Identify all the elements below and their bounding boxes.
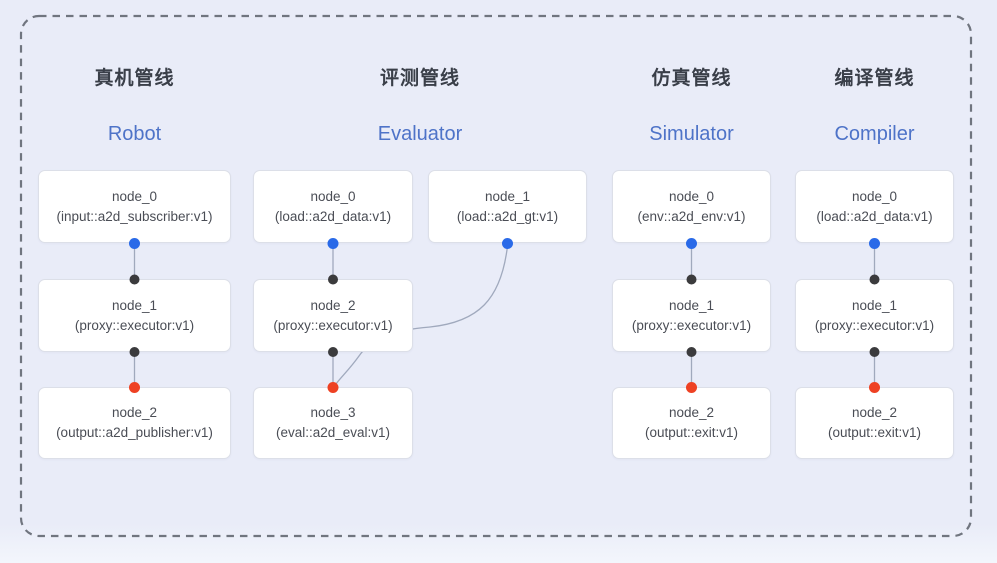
node-type: (load::a2d_gt:v1) [456, 208, 559, 224]
pipeline-title-cn-evaluator: 评测管线 [379, 68, 461, 89]
pipeline-title-cn-compiler: 编译管线 [834, 68, 915, 89]
node-type: (env::a2d_env:v1) [637, 208, 746, 224]
node-type: (proxy::executor:v1) [814, 317, 935, 333]
node-box-simulator-0: node_0 (env::a2d_env:v1) [612, 170, 771, 243]
node-box-evaluator-1: node_1 (load::a2d_gt:v1) [428, 170, 587, 243]
node-box-robot-0: node_0 (input::a2d_subscriber:v1) [38, 170, 231, 243]
node-name: node_0 [851, 188, 898, 204]
node-type: (eval::a2d_eval:v1) [275, 425, 391, 440]
node-type: (proxy::executor:v1) [74, 317, 195, 333]
node-box-compiler-0: node_0 (load::a2d_data:v1) [795, 170, 954, 243]
node-type: (proxy::executor:v1) [631, 317, 752, 333]
node-type: (output::exit:v1) [827, 425, 922, 440]
node-name: node_2 [668, 405, 715, 420]
node-name: node_2 [851, 405, 898, 420]
node-type: (output::exit:v1) [644, 425, 739, 440]
pipeline-title-cn-robot: 真机管线 [94, 68, 175, 89]
node-box-robot-2: node_2 (output::a2d_publisher:v1) [38, 387, 231, 459]
pipeline-title-en-robot: Robot [107, 123, 162, 145]
pipeline-title-en-compiler: Compiler [834, 123, 915, 145]
node-name: node_2 [310, 297, 356, 313]
node-box-compiler-1: node_1 (proxy::executor:v1) [795, 279, 954, 352]
pipeline-title-en-simulator: Simulator [649, 123, 734, 145]
node-box-evaluator-0: node_0 (load::a2d_data:v1) [253, 170, 413, 243]
node-box-simulator-1: node_1 (proxy::executor:v1) [612, 279, 771, 352]
node-name: node_1 [668, 297, 715, 313]
pipeline-title-en-evaluator: Evaluator [377, 123, 463, 145]
node-type: (output::a2d_publisher:v1) [56, 425, 213, 440]
node-name: node_1 [851, 297, 898, 313]
node-name: node_1 [484, 188, 531, 204]
node-name: node_2 [111, 405, 158, 420]
node-box-compiler-2: node_2 (output::exit:v1) [795, 387, 954, 459]
pipeline-title-cn-simulator: 仿真管线 [651, 68, 732, 89]
node-box-evaluator-2: node_2 (proxy::executor:v1) [253, 279, 413, 352]
node-type: (load::a2d_data:v1) [816, 208, 933, 224]
node-name: node_1 [111, 297, 158, 313]
node-type: (load::a2d_data:v1) [274, 208, 392, 224]
node-name: node_0 [111, 188, 158, 204]
node-box-robot-1: node_1 (proxy::executor:v1) [38, 279, 231, 352]
node-name: node_0 [310, 188, 356, 204]
node-box-evaluator-3: node_3 (eval::a2d_eval:v1) [253, 387, 413, 459]
node-box-simulator-2: node_2 (output::exit:v1) [612, 387, 771, 459]
node-type: (proxy::executor:v1) [273, 317, 393, 333]
node-name: node_3 [310, 405, 356, 420]
node-type: (input::a2d_subscriber:v1) [56, 208, 213, 224]
node-name: node_0 [668, 188, 715, 204]
